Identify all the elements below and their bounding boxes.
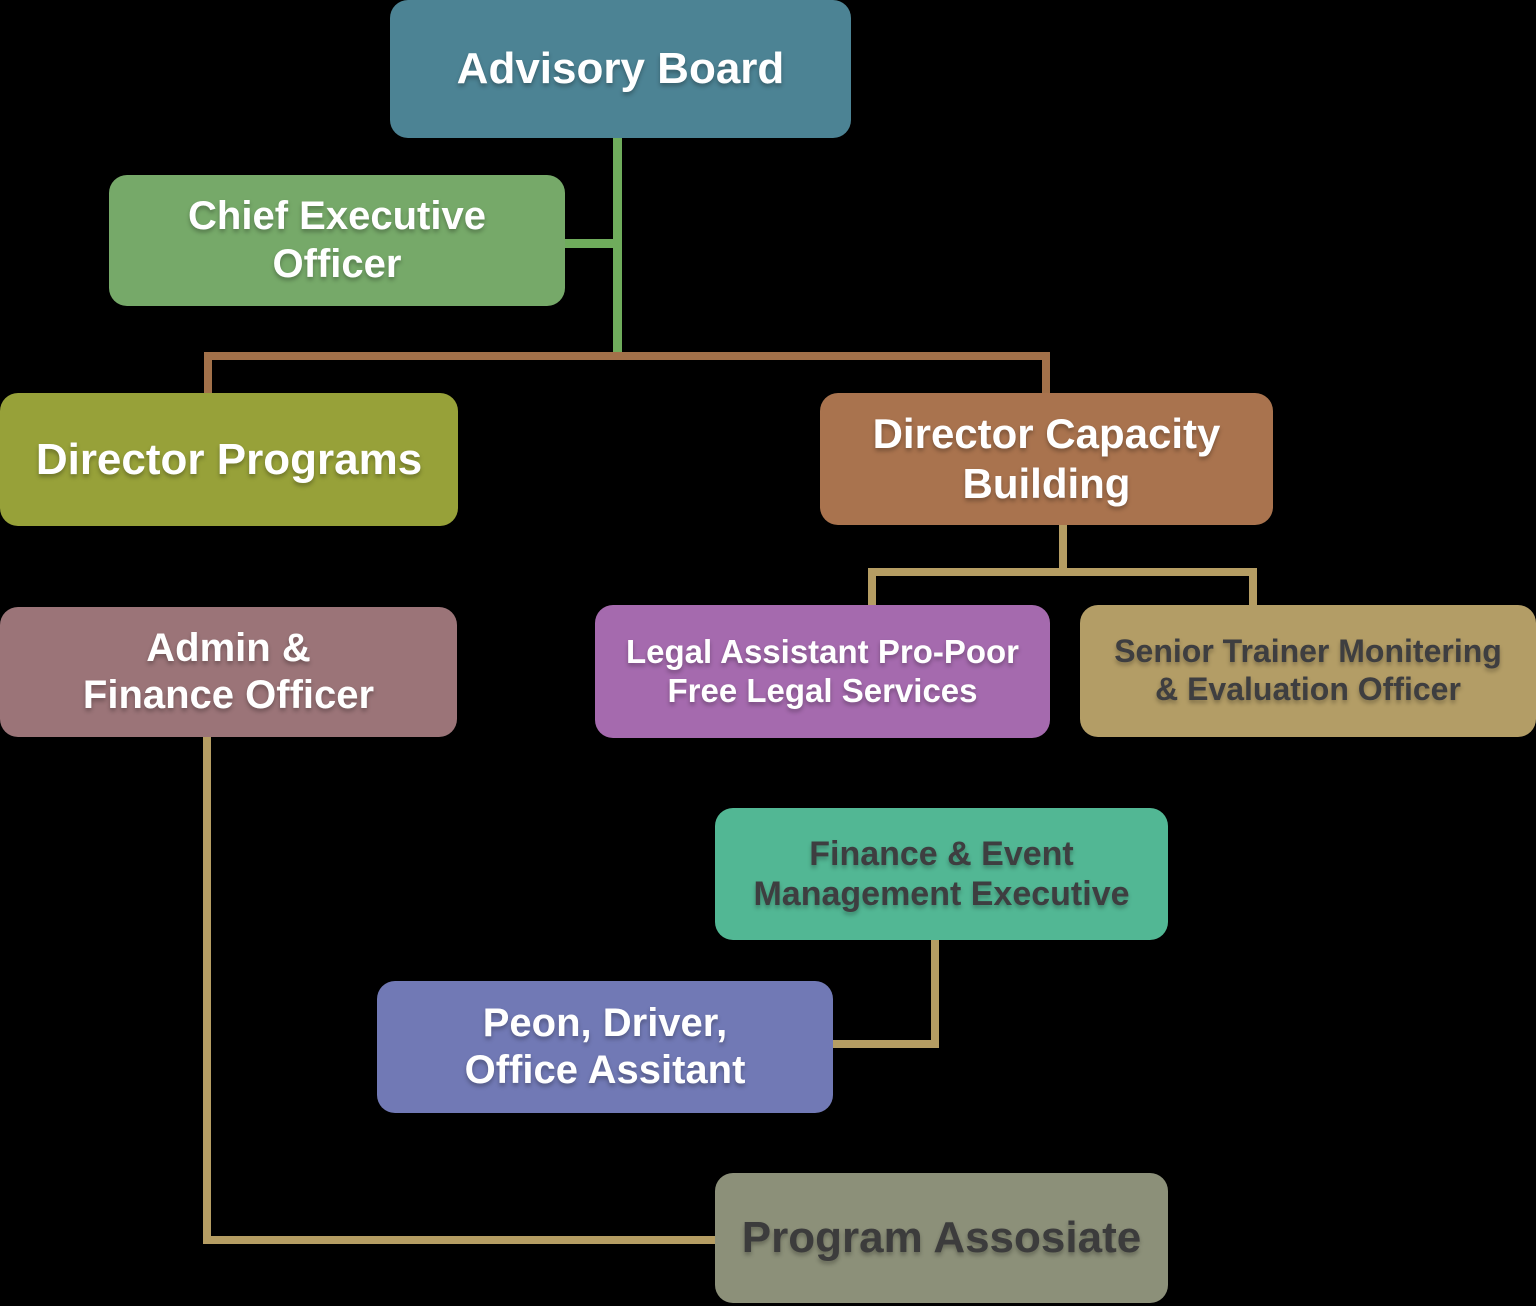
connector-finance-event-vertical xyxy=(931,938,939,1048)
connector-ceo-stub xyxy=(560,239,622,248)
org-node-program-associate: Program Assosiate xyxy=(715,1173,1168,1303)
org-node-advisory-board: Advisory Board xyxy=(390,0,851,138)
connector-director-programs-drop xyxy=(204,352,212,397)
connector-admin-to-program-horizontal xyxy=(203,1236,715,1244)
connector-capacity-building-vertical xyxy=(1059,523,1067,576)
org-node-director-programs: Director Programs xyxy=(0,393,458,526)
connector-admin-finance-vertical xyxy=(203,735,211,1244)
org-node-senior-trainer-monitoring-evaluation: Senior Trainer Monitering & Evaluation O… xyxy=(1080,605,1536,737)
org-node-chief-executive-officer: Chief Executive Officer xyxy=(109,175,565,306)
org-node-admin-finance-officer: Admin & Finance Officer xyxy=(0,607,457,737)
connector-director-capacity-drop xyxy=(1042,352,1050,397)
connector-senior-trainer-drop xyxy=(1249,568,1257,609)
connector-finance-to-peon-horizontal xyxy=(830,1040,939,1048)
org-node-finance-event-management-executive: Finance & Event Management Executive xyxy=(715,808,1168,940)
org-node-director-capacity-building: Director Capacity Building xyxy=(820,393,1273,525)
connector-directors-horizontal xyxy=(204,352,1050,360)
org-node-peon-driver-office-assistant: Peon, Driver, Office Assitant xyxy=(377,981,833,1113)
connector-capacity-children-horizontal xyxy=(868,568,1257,576)
connector-legal-assistant-drop xyxy=(868,568,876,609)
org-node-legal-assistant-pro-poor: Legal Assistant Pro-Poor Free Legal Serv… xyxy=(595,605,1050,738)
